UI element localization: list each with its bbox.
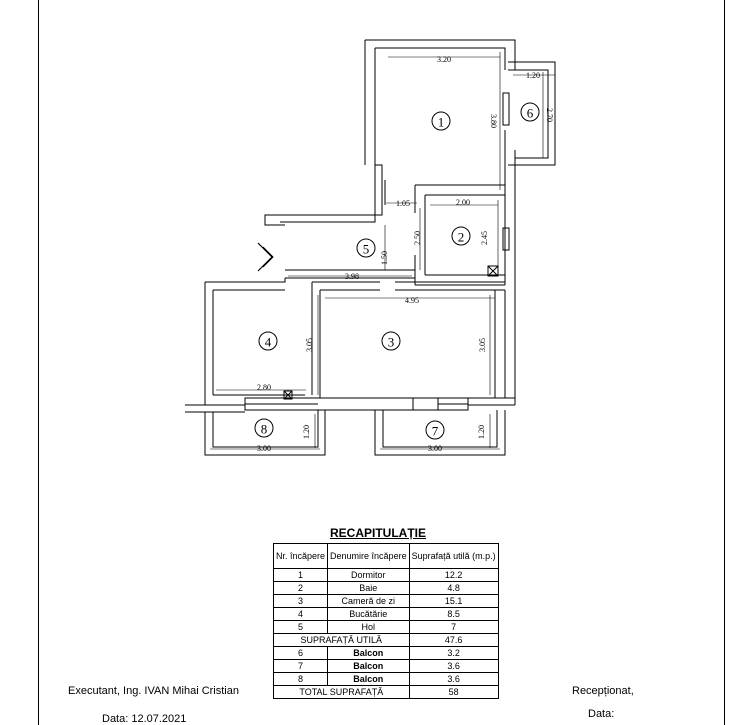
table-row: 8 Balcon 3.6 [272, 672, 499, 686]
table-row: 6 Balcon 3.2 [272, 646, 499, 660]
cell-area: 7 [408, 620, 499, 634]
floor-plan: 1 6 2 5 4 3 8 7 3.20 1.20 2.70 3.80 1.05… [185, 39, 556, 456]
room-2-label: 2 [458, 230, 465, 245]
dim-label: 1.20 [477, 425, 486, 439]
cell-name: Balcon [327, 672, 410, 686]
dim-label: 3.98 [345, 272, 359, 281]
cell-area: 3.6 [408, 672, 499, 686]
room-3-label: 3 [388, 335, 395, 350]
entry-arrow-icon [257, 242, 273, 272]
balcony-6-outline [508, 61, 556, 166]
dim-label: 2.80 [257, 383, 271, 392]
cell-nr: 6 [272, 646, 329, 660]
cell-nr: 3 [272, 594, 329, 608]
cell-nr: 2 [272, 581, 329, 595]
recap-title: RECAPITULAȚIE [330, 526, 426, 540]
cell-nr: 8 [272, 672, 329, 686]
wall [365, 39, 516, 71]
page-frame [38, 0, 725, 725]
total-label: TOTAL SUPRAFAȚĂ [273, 685, 410, 699]
room-8-marker [254, 418, 274, 438]
cell-area: 12.2 [408, 568, 499, 582]
dim-label: 3.05 [478, 338, 487, 352]
receptionat-label: Recepționat, [572, 685, 634, 697]
cell-area: 3.2 [408, 646, 499, 660]
dim-label: 3.20 [437, 55, 451, 64]
room-6-marker [520, 102, 540, 122]
header-area: Suprafață utilă (m.p.) [408, 543, 499, 569]
cell-area: 8.5 [408, 607, 499, 621]
balcony-8-outline [204, 410, 326, 456]
recap-table: Nr. încăpere Denumire încăpere Suprafață… [272, 543, 499, 699]
executant-label: Executant, Ing. IVAN Mihai Cristian [68, 685, 239, 697]
room-7-marker [425, 420, 445, 440]
cell-nr: 4 [272, 607, 329, 621]
room-2-marker [451, 226, 471, 246]
total-value: 58 [408, 685, 499, 699]
subtotal-label: SUPRAFAȚĂ UTILĂ [273, 633, 410, 647]
total-row: TOTAL SUPRAFAȚĂ 58 [273, 685, 499, 699]
cell-nr: 7 [272, 659, 329, 673]
data-label: Data: [588, 708, 615, 720]
table-row: 4 Bucătărie 8.5 [272, 607, 499, 621]
dim-label: 1.05 [396, 199, 410, 208]
cell-nr: 5 [272, 620, 329, 634]
room-4-label: 4 [265, 335, 272, 350]
cell-name: Balcon [327, 646, 410, 660]
cell-area: 4.8 [408, 581, 499, 595]
date-text: Data: 12.07.2021 [102, 713, 187, 725]
dim-label: 3.80 [489, 114, 498, 128]
table-row: 2 Baie 4.8 [272, 581, 499, 595]
room-5-marker [356, 238, 376, 258]
cell-nr: 1 [272, 568, 329, 582]
room-5-label: 5 [363, 242, 370, 257]
header-name: Denumire încăpere [327, 543, 410, 569]
vent-icon [487, 265, 499, 277]
balcony-7-outline [374, 410, 506, 456]
dim-label: 2.70 [545, 108, 554, 122]
dim-label: 1.20 [526, 71, 540, 80]
cell-name: Bucătărie [327, 607, 410, 621]
dim-label: 1.50 [380, 251, 389, 265]
dim-label: 4.95 [405, 296, 419, 305]
room-3-marker [381, 331, 401, 351]
dim-label: 3.00 [257, 444, 271, 453]
dim-label: 2.45 [480, 231, 489, 245]
dim-label: 3.00 [428, 444, 442, 453]
room-4-marker [258, 331, 278, 351]
dim-label: 2.00 [456, 198, 470, 207]
subtotal-row: SUPRAFAȚĂ UTILĂ 47.6 [273, 633, 499, 647]
subtotal-value: 47.6 [408, 633, 499, 647]
dim-label: 1.20 [302, 425, 311, 439]
table-row: 5 Hol 7 [272, 620, 499, 634]
dim-label: 2.50 [413, 231, 422, 245]
cell-area: 3.6 [408, 659, 499, 673]
room-1-marker [431, 111, 451, 131]
header-nr: Nr. încăpere [272, 543, 329, 569]
cell-name: Hol [327, 620, 410, 634]
room-1-label: 1 [438, 115, 445, 130]
table-row: 1 Dormitor 12.2 [272, 568, 499, 582]
table-row: 3 Cameră de zi 15.1 [272, 594, 499, 608]
table-row: 7 Balcon 3.6 [272, 659, 499, 673]
room-6-label: 6 [527, 106, 534, 121]
cell-name: Cameră de zi [327, 594, 410, 608]
cell-name: Dormitor [327, 568, 410, 582]
room-8-label: 8 [261, 422, 268, 437]
cell-area: 15.1 [408, 594, 499, 608]
dim-label: 3.05 [305, 338, 314, 352]
room-7-label: 7 [432, 424, 439, 439]
cell-name: Baie [327, 581, 410, 595]
cell-name: Balcon [327, 659, 410, 673]
